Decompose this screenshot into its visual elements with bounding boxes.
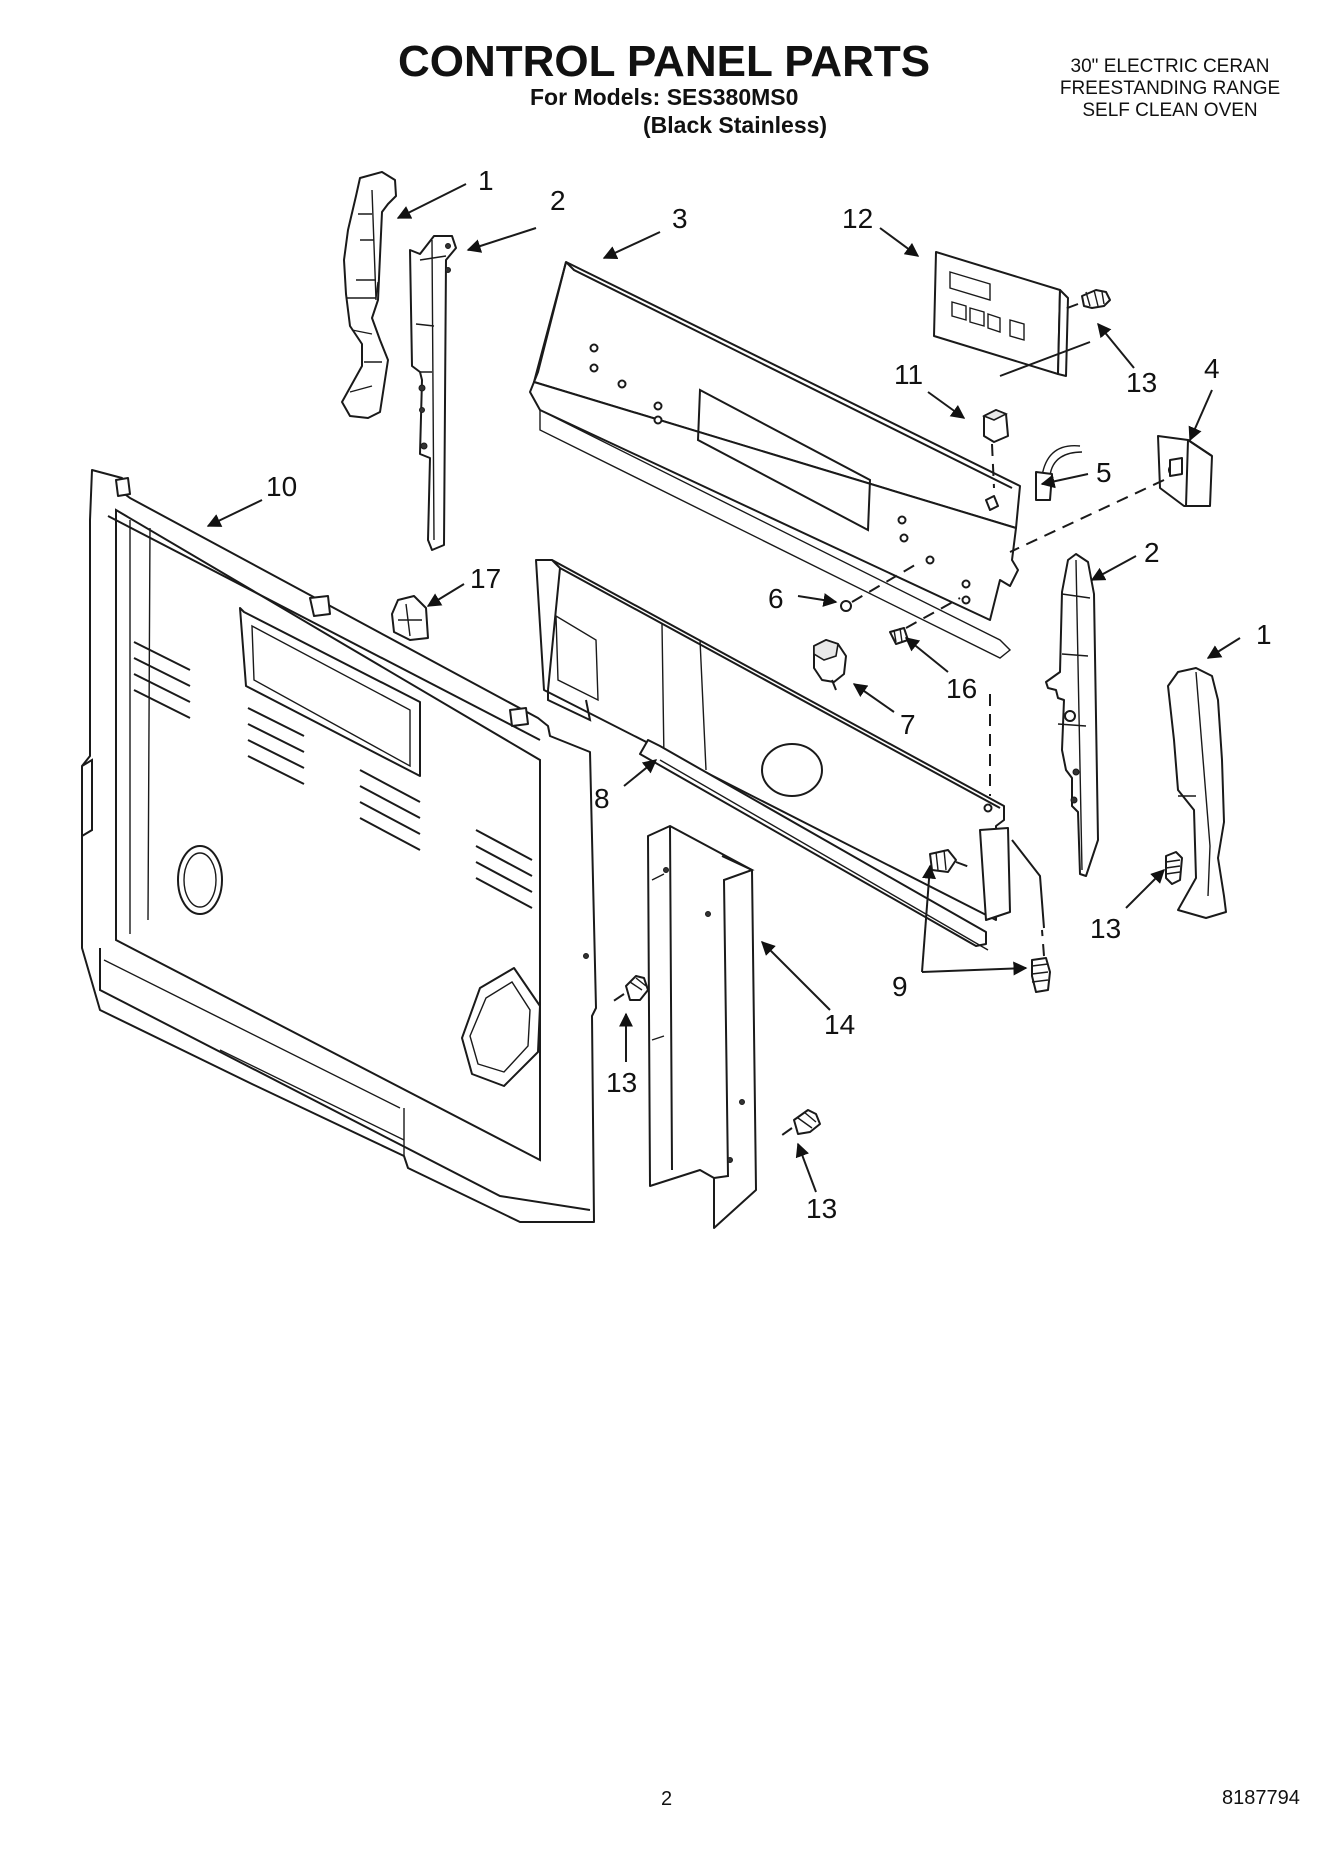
part-10-rear-panel [81,469,597,1223]
callout-13-right: 13 [1090,913,1121,944]
part-13-screw-right [1165,851,1183,885]
leader-12 [879,227,920,257]
leader-1-right [1206,637,1241,659]
callout-16: 16 [946,673,977,704]
part-8-panel-bracket [535,559,1011,951]
product-description: 30" ELECTRIC CERAN FREESTANDING RANGE SE… [1020,56,1320,122]
part-1-left-end-cap [341,171,397,419]
leader-2-top [466,227,537,253]
leader-6 [797,593,838,607]
callout-9: 9 [892,971,908,1002]
callout-11: 11 [894,359,923,390]
leader-7 [852,683,895,713]
page-title: CONTROL PANEL PARTS [398,37,931,86]
finish-line: (Black Stainless) [643,112,828,138]
leader-9-a [921,864,937,973]
callout-3: 3 [672,203,688,234]
vent-group [133,641,533,909]
part-7-knob [813,639,847,691]
part-14-rear-channel [647,825,757,1229]
leader-3 [602,231,661,260]
leader-9-b [921,961,1028,976]
product-description-line: 30" ELECTRIC CERAN [1070,56,1270,77]
models-line: For Models: SES380MS0 [530,84,799,110]
part-11-switch [982,409,1009,489]
page-number: 2 [661,1788,673,1810]
part-13-screw-top [1061,289,1111,311]
callout-6: 6 [768,583,784,614]
callout-13-top: 13 [1126,367,1157,398]
callout-2-right: 2 [1144,537,1160,568]
leader-13-right [1125,869,1165,909]
callout-7: 7 [900,709,916,740]
callout-17: 17 [470,563,501,594]
leader-14 [761,941,831,1011]
part-13-screw-left [611,975,649,1003]
leader-13-bottom [795,1142,817,1193]
callout-13-bottom: 13 [806,1193,837,1224]
document-number: 8187794 [1222,1787,1300,1809]
callout-5: 5 [1096,457,1112,488]
callout-8: 8 [594,783,610,814]
callout-4: 4 [1204,353,1220,384]
callout-labels: 1 2 3 12 13 4 11 5 10 2 17 6 1 16 7 8 13… [266,165,1272,1224]
callout-leaders [206,183,1241,1193]
part-6-screw [840,561,921,612]
part-1-right-end-cap [1167,667,1227,919]
part-3-console-panel [529,261,1021,659]
leader-4 [1188,389,1213,442]
leader-17 [426,583,465,607]
callout-2-top: 2 [550,185,566,216]
callout-13-left: 13 [606,1067,637,1098]
leader-10 [206,499,263,527]
part-5-wire-terminal [1035,445,1083,501]
product-description-line: SELF CLEAN OVEN [1082,100,1258,121]
callout-10: 10 [266,471,297,502]
callout-1-top: 1 [478,165,494,196]
part-12-control-board [933,251,1091,377]
part-17-clip [391,595,429,641]
callout-12: 12 [842,203,873,234]
leader-8 [623,759,658,787]
part-4-switch [1009,435,1213,553]
leader-5 [1040,473,1089,489]
leader-1-top [396,183,467,219]
part-13-screw-bottom [777,1109,821,1139]
product-description-line: FREESTANDING RANGE [1059,78,1281,99]
part-2-left-side-bracket [409,235,457,551]
callout-1-right: 1 [1256,619,1272,650]
part-2-right-side-bracket [1045,553,1099,877]
leader-13-top [1097,322,1135,369]
leader-11 [927,391,966,419]
leader-2-right [1090,555,1137,581]
leader-16 [904,637,949,673]
callout-14: 14 [824,1009,855,1040]
